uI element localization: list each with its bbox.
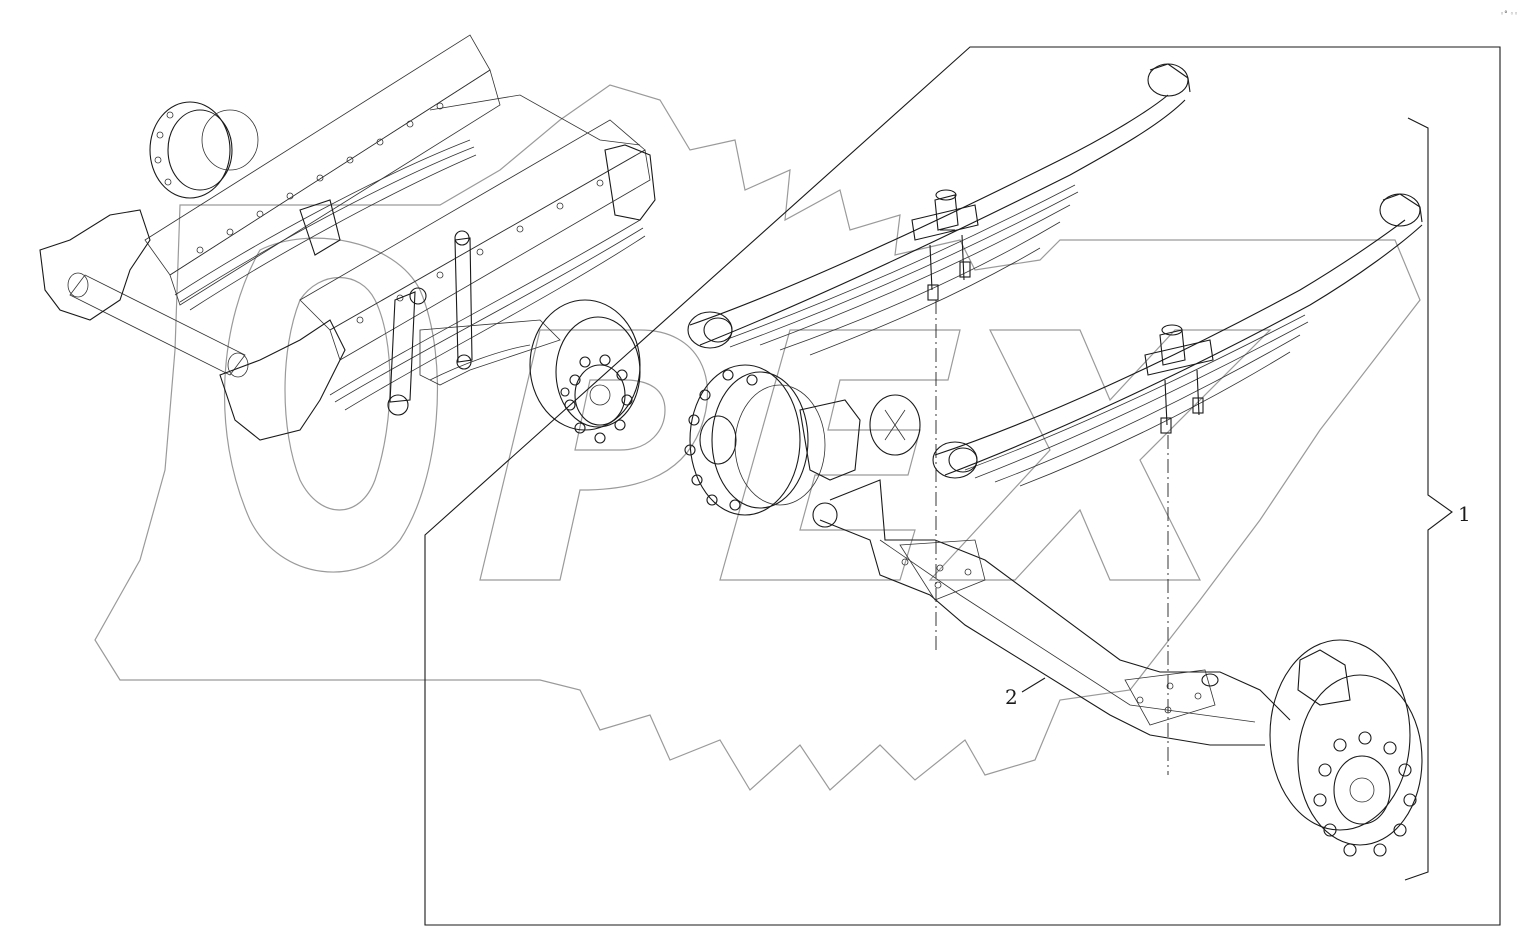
hub-drum-left-front xyxy=(529,299,641,444)
assembly-bracket xyxy=(1404,117,1453,881)
axle-beam-left xyxy=(419,319,561,386)
leaf-spring-upper xyxy=(687,63,1191,356)
corner-mark: ◦° ◦◦ xyxy=(1500,10,1518,18)
chassis-cross-tube xyxy=(67,272,249,378)
callout-1: 1 xyxy=(1458,502,1471,526)
leaf-spring-lower xyxy=(932,193,1423,487)
chassis-frame-rail xyxy=(144,34,651,361)
chassis-brackets xyxy=(39,144,656,441)
centerlines xyxy=(935,300,1169,775)
front-axle-beam xyxy=(819,479,1291,746)
hub-drum-axle-left xyxy=(684,364,921,528)
chassis-leaf-spring-left xyxy=(174,139,646,411)
leader-line-2 xyxy=(1021,677,1046,693)
callout-2: 2 xyxy=(1005,685,1018,709)
gear-logo-watermark xyxy=(94,84,1421,791)
shock-absorber-left xyxy=(454,230,473,370)
stabilizer-link-left xyxy=(387,287,427,416)
hub-drum-axle-right xyxy=(1269,639,1423,857)
u-bolt-lower xyxy=(1144,324,1214,434)
hub-drum-left-rear xyxy=(149,101,259,199)
assembly-frame xyxy=(424,46,1501,926)
u-bolt-upper xyxy=(911,189,979,301)
